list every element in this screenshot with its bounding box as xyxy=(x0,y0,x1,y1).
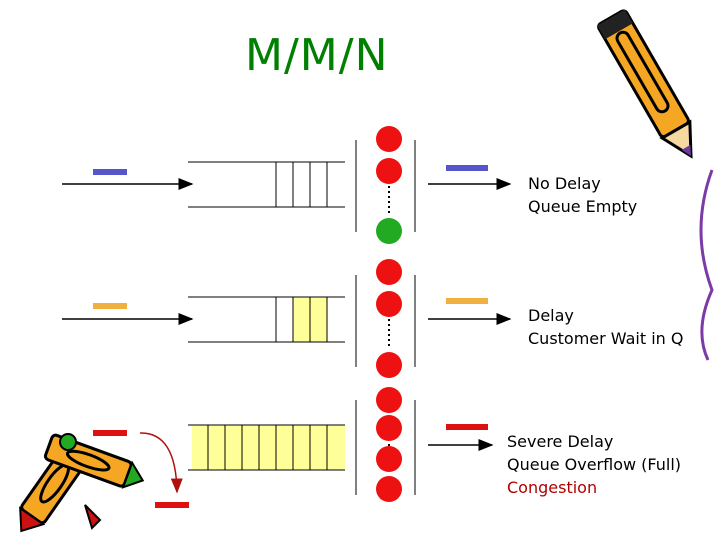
server-busy xyxy=(376,415,402,441)
label-line: Severe Delay xyxy=(507,432,614,451)
queue-buffer-full xyxy=(188,424,345,471)
server-busy xyxy=(376,387,402,413)
arriving-customer xyxy=(93,169,127,175)
departing-customer xyxy=(446,424,488,430)
arriving-customer xyxy=(93,303,127,309)
row-no-delay xyxy=(62,126,512,244)
server-busy xyxy=(376,352,402,378)
pencil-clipart xyxy=(597,9,693,159)
arriving-customer xyxy=(93,430,127,436)
server-busy xyxy=(376,291,402,317)
queue-buffer xyxy=(188,296,345,343)
departing-customer xyxy=(446,298,488,304)
row-severe-delay xyxy=(93,387,494,508)
purple-squiggle xyxy=(699,169,714,361)
server-busy xyxy=(376,446,402,472)
server-idle xyxy=(376,218,402,244)
congestion-label: Congestion xyxy=(507,478,598,497)
label-line: Queue Empty xyxy=(528,197,638,216)
queue-buffer xyxy=(188,161,345,208)
label-line: Customer Wait in Q xyxy=(528,329,684,348)
slide-title: M/M/N xyxy=(245,30,389,81)
server-busy xyxy=(376,158,402,184)
row-label-delay: Delay Customer Wait in Q xyxy=(528,304,683,350)
row-label-severe-delay: Severe Delay Queue Overflow (Full) Conge… xyxy=(507,430,681,499)
rejection-arrow xyxy=(139,432,183,494)
label-line: Queue Overflow (Full) xyxy=(507,455,682,474)
row-label-no-delay: No Delay Queue Empty xyxy=(528,172,637,218)
server-busy xyxy=(376,259,402,285)
rejected-customer xyxy=(155,502,189,508)
server-busy xyxy=(376,126,402,152)
departing-customer xyxy=(446,165,488,171)
row-delay xyxy=(62,259,512,378)
server-busy xyxy=(376,476,402,502)
crayons-clipart xyxy=(19,433,145,533)
label-line: Delay xyxy=(528,306,574,325)
label-line: No Delay xyxy=(528,174,601,193)
